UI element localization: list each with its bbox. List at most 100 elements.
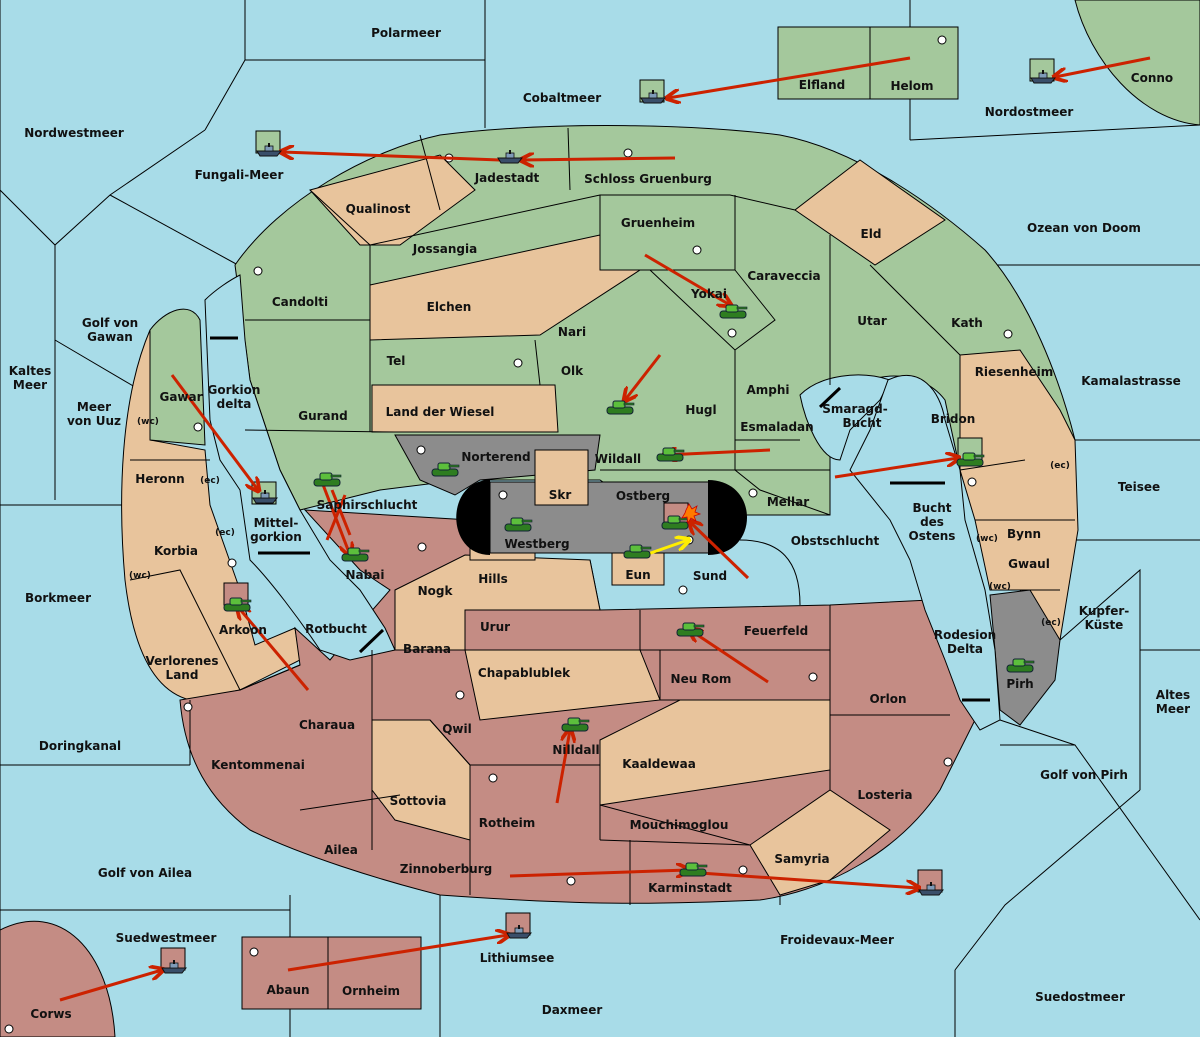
label-pirh: Pirh	[1006, 677, 1033, 691]
label-ailea: Ailea	[324, 843, 358, 857]
label-charaua: Charaua	[299, 718, 355, 732]
label-cobaltmeer: Cobaltmeer	[523, 91, 601, 105]
label-abaun: Abaun	[266, 983, 309, 997]
label-yokai: Yokai	[690, 287, 727, 301]
connection-arrows	[210, 336, 990, 702]
label-suedostmeer: Suedostmeer	[1035, 990, 1125, 1004]
label-kath: Kath	[951, 316, 983, 330]
label-teisee: Teisee	[1118, 480, 1160, 494]
label-kamalastrasse: Kamalastrasse	[1081, 374, 1181, 388]
label-hugl: Hugl	[685, 403, 716, 417]
label-hills: Hills	[478, 572, 508, 586]
label-gorkion-delta-1: Gorkion	[208, 383, 261, 397]
label-rotheim: Rotheim	[479, 816, 536, 830]
label-rodesion-delta-1: Rodesion	[934, 628, 996, 642]
label-smaragd-bucht-2: Bucht	[842, 416, 881, 430]
label-neu-rom: Neu Rom	[671, 672, 732, 686]
label-orlon: Orlon	[869, 692, 906, 706]
label-gurand: Gurand	[298, 409, 348, 423]
label-esmaladan: Esmaladan	[740, 420, 813, 434]
label-heronn-ec: (ec)	[200, 476, 220, 486]
label-kaaldewaa: Kaaldewaa	[622, 757, 696, 771]
label-kupfer-kueste-1: Kupfer-	[1079, 604, 1129, 618]
label-eun: Eun	[625, 568, 650, 582]
label-mittel-gorkion-1: Mittel-	[254, 516, 299, 530]
order-arrows	[59, 56, 1151, 1002]
label-schloss-gruenburg: Schloss Gruenburg	[584, 172, 712, 186]
label-conno: Conno	[1131, 71, 1173, 85]
label-nordwestmeer: Nordwestmeer	[24, 126, 124, 140]
label-mittel-gorkion-2: gorkion	[250, 530, 302, 544]
label-sund: Sund	[693, 569, 727, 583]
label-golf-von-pirh: Golf von Pirh	[1040, 768, 1128, 782]
continent	[121, 125, 1079, 904]
label-suedwestmeer: Suedwestmeer	[116, 931, 217, 945]
label-gawar: Gawar	[159, 390, 202, 404]
label-polarmeer: Polarmeer	[371, 26, 441, 40]
label-jossangia: Jossangia	[412, 242, 477, 256]
label-wildall: Wildall	[595, 452, 641, 466]
label-mellar: Mellar	[767, 495, 809, 509]
label-lithiumsee: Lithiumsee	[480, 951, 555, 965]
label-bucht-des-ostens-3: Ostens	[909, 529, 956, 543]
label-smaragd-bucht-1: Smaragd-	[822, 402, 887, 416]
label-qualinost: Qualinost	[346, 202, 411, 216]
label-korbia-ec: (ec)	[215, 528, 235, 538]
label-skr: Skr	[549, 488, 572, 502]
label-feuerfeld: Feuerfeld	[744, 624, 809, 638]
label-nordostmeer: Nordostmeer	[985, 105, 1074, 119]
label-ozean-von-doom: Ozean von Doom	[1027, 221, 1141, 235]
label-rodesion-delta-2: Delta	[947, 642, 983, 656]
label-jadestadt: Jadestadt	[474, 171, 540, 185]
label-sottovia: Sottovia	[390, 794, 447, 808]
label-daxmeer: Daxmeer	[542, 1003, 603, 1017]
label-altes-meer-2: Meer	[1156, 702, 1190, 716]
label-verlorenes-land-1: Verlorenes	[146, 654, 219, 668]
label-utar: Utar	[857, 314, 887, 328]
label-saphirschlucht: Saphirschlucht	[317, 498, 418, 512]
label-doringkanal: Doringkanal	[39, 739, 121, 753]
label-arkoon: Arkoon	[219, 623, 267, 637]
label-gwaul-wc: (wc)	[989, 582, 1011, 592]
label-riesenheim: Riesenheim	[975, 365, 1054, 379]
label-elfland: Elfland	[799, 78, 845, 92]
region-borders	[129, 127, 1075, 905]
label-zinnoberburg: Zinnoberburg	[400, 862, 492, 876]
label-golf-von-gawan-2: Gawan	[87, 330, 133, 344]
dislodged-burst-icon	[681, 503, 702, 525]
label-samyria: Samyria	[774, 852, 829, 866]
label-gruenheim: Gruenheim	[621, 216, 695, 230]
label-kentommenai: Kentommenai	[211, 758, 305, 772]
label-heronn: Heronn	[135, 472, 184, 486]
label-borkmeer: Borkmeer	[25, 591, 91, 605]
label-verlorenes-land-2: Land	[166, 668, 199, 682]
label-urur: Urur	[480, 620, 510, 634]
label-elchen: Elchen	[427, 300, 472, 314]
label-olk: Olk	[561, 364, 584, 378]
label-candolti: Candolti	[272, 295, 328, 309]
label-chapablublek: Chapablublek	[478, 666, 571, 680]
label-nari: Nari	[558, 325, 586, 339]
label-nabai: Nabai	[346, 568, 385, 582]
label-froidevaux-meer: Froidevaux-Meer	[780, 933, 894, 947]
label-gwaul-ec: (ec)	[1041, 618, 1061, 628]
label-bucht-des-ostens-1: Bucht	[912, 501, 951, 515]
label-norterend: Norterend	[461, 450, 530, 464]
label-nogk: Nogk	[418, 584, 454, 598]
label-corws: Corws	[30, 1007, 71, 1021]
label-korbia-wc: (wc)	[129, 571, 151, 581]
label-amphi: Amphi	[746, 383, 789, 397]
label-karminstadt: Karminstadt	[648, 881, 732, 895]
label-caraveccia: Caraveccia	[747, 269, 820, 283]
label-ornheim: Ornheim	[342, 984, 400, 998]
label-land-der-wiesel: Land der Wiesel	[386, 405, 495, 419]
label-kaltes-meer-1: Kaltes	[9, 364, 52, 378]
label-westberg: Westberg	[504, 537, 569, 551]
label-kaltes-meer-2: Meer	[13, 378, 47, 392]
label-eld: Eld	[861, 227, 882, 241]
label-meer-von-uuz-2: von Uuz	[67, 414, 121, 428]
label-kupfer-kueste-2: Küste	[1085, 618, 1124, 632]
label-korbia: Korbia	[154, 544, 198, 558]
